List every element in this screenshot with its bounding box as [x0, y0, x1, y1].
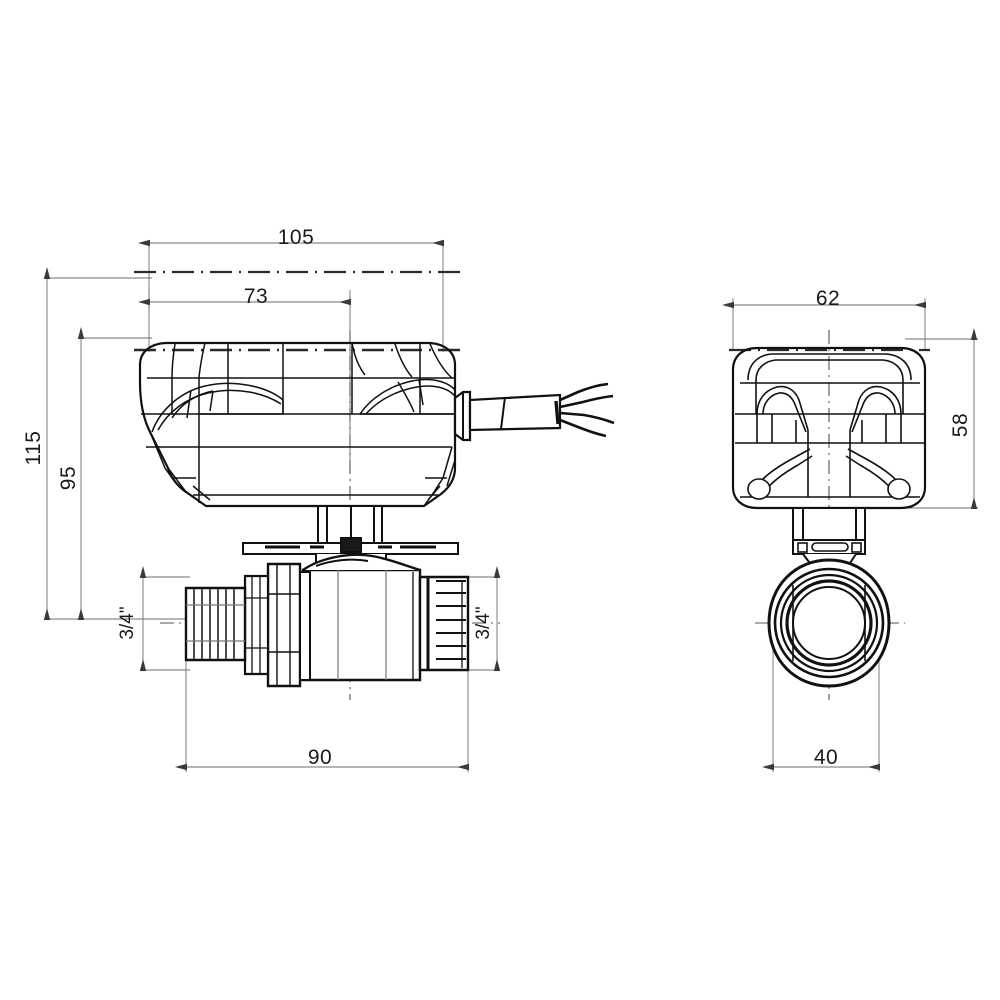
valve-port-circle — [767, 558, 891, 688]
actuator-housing-end-details — [735, 353, 925, 500]
male-thread-end — [184, 586, 247, 662]
mounting-bracket-end — [792, 507, 866, 567]
union-nut — [243, 562, 311, 688]
dimension-label-105: 105 — [278, 226, 315, 249]
actuator-housing-details — [141, 342, 456, 507]
dimension-label-port-right: 3/4" — [473, 606, 494, 639]
dimension-labels-group: 105 73 115 95 90 3/4" 3/4" 62 58 40 — [22, 226, 972, 769]
dimension-label-62: 62 — [816, 287, 840, 310]
dimension-label-73: 73 — [244, 285, 268, 308]
dimension-label-115: 115 — [22, 431, 45, 466]
actuator-housing-end — [731, 346, 927, 510]
actuator-housing — [138, 341, 457, 508]
female-thread-end — [418, 575, 470, 672]
power-cable — [453, 382, 615, 442]
dimension-label-95: 95 — [57, 466, 80, 490]
dimension-lines-group — [43, 239, 978, 772]
dimension-body-height-58 — [905, 328, 978, 509]
dimension-label-40: 40 — [814, 746, 838, 769]
dimension-label-90: 90 — [308, 746, 332, 769]
dimension-label-port-left: 3/4" — [117, 606, 138, 639]
dimension-body-width-62 — [722, 298, 926, 350]
dimension-actuator-height-95 — [77, 327, 152, 620]
dimension-port-size-left — [139, 566, 190, 671]
dimension-label-58: 58 — [949, 413, 972, 437]
valve-body — [301, 553, 422, 682]
